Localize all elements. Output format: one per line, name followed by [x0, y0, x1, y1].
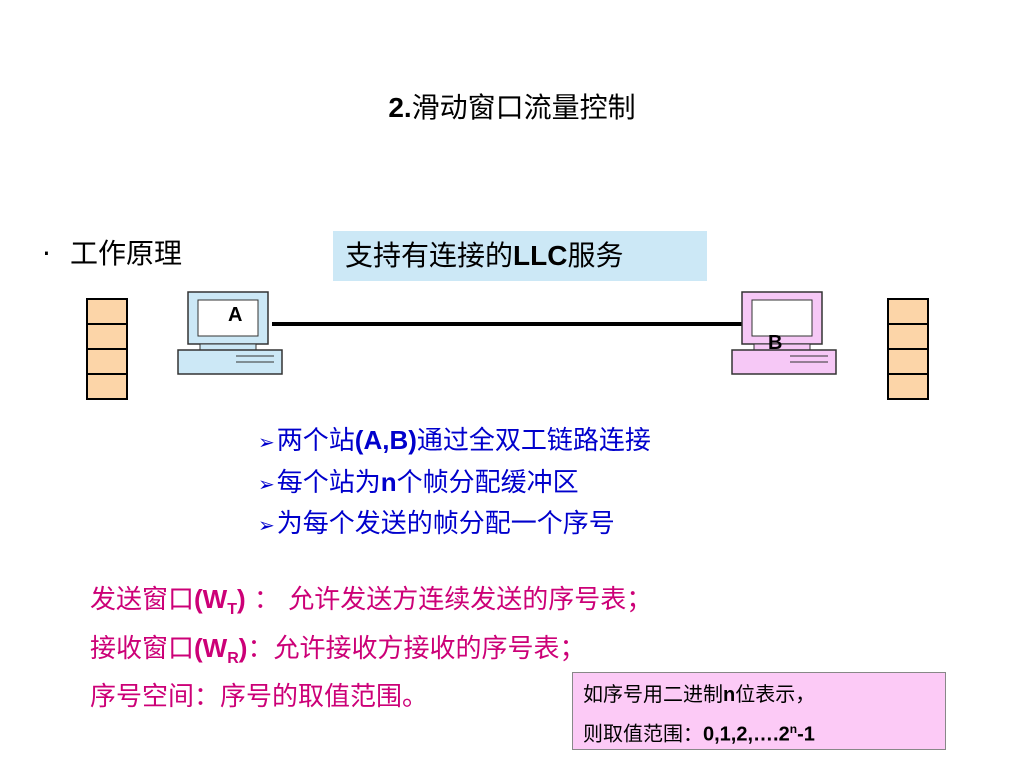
sequence-range-note: 如序号用二进制n位表示， 则取值范围：0,1,2,….2n-1 — [572, 672, 946, 750]
title-number: 2. — [388, 92, 412, 123]
feature-text: 每个站为 — [276, 468, 381, 498]
buffer-cell — [887, 348, 929, 373]
def-symbol: (W — [194, 633, 228, 664]
note-bold: 0,1,2,….2 — [703, 723, 790, 746]
note-text: 如序号用二进制 — [583, 682, 723, 706]
note-text: 位表示， — [735, 682, 816, 706]
def-symbol: (W — [194, 584, 228, 614]
buffer-cell — [887, 323, 929, 348]
arrow-bullet-icon: ➢ — [258, 430, 275, 454]
def-subscript: T — [227, 601, 237, 619]
definition-receive-window: 接收窗口(WR)：允许接收方接收的序号表； — [90, 629, 652, 678]
def-symbol-close: ) — [237, 584, 246, 614]
buffer-cell — [86, 323, 128, 348]
feature-list: ➢两个站(A,B)通过全双工链路连接 ➢每个站为n个帧分配缓冲区 ➢为每个发送的… — [258, 420, 651, 545]
llc-service-box: 支持有连接的LLC服务 — [333, 231, 707, 281]
feature-text-bold: (A,B) — [354, 425, 417, 455]
llc-bold: LLC — [513, 240, 568, 271]
buffer-stack-right-icon — [887, 298, 929, 400]
station-a-label: A — [228, 304, 243, 326]
feature-text: 通过全双工链路连接 — [416, 426, 651, 456]
note-line-2: 则取值范围：0,1,2,….2n-1 — [583, 712, 935, 752]
computer-a-icon — [177, 291, 283, 375]
feature-text: 两个站 — [276, 426, 355, 456]
llc-pre: 支持有连接的 — [345, 239, 514, 272]
buffer-stack-left-icon — [86, 298, 128, 400]
bullet-item: · 工作原理 — [42, 232, 182, 272]
note-bold: n — [723, 684, 736, 706]
llc-post: 服务 — [567, 239, 624, 272]
note-line-1: 如序号用二进制n位表示， — [583, 677, 935, 712]
definition-send-window: 发送窗口(WT) ： 允许发送方连续发送的序号表； — [90, 580, 652, 629]
def-subscript: R — [227, 650, 239, 668]
feature-item: ➢两个站(A,B)通过全双工链路连接 — [258, 420, 651, 462]
feature-text: 为每个发送的帧分配一个序号 — [276, 509, 615, 539]
buffer-cell — [86, 373, 128, 400]
buffer-cell — [887, 373, 929, 400]
def-desc: ： 允许发送方连续发送的序号表； — [245, 585, 653, 615]
buffer-cell — [887, 298, 929, 323]
bullet-text: 工作原理 — [70, 237, 183, 270]
feature-text-bold: n — [380, 467, 397, 497]
def-term: 发送窗口 — [90, 585, 195, 615]
feature-item: ➢每个站为n个帧分配缓冲区 — [258, 462, 651, 504]
feature-item: ➢为每个发送的帧分配一个序号 — [258, 504, 651, 545]
note-bold-end: -1 — [797, 723, 815, 746]
feature-text: 个帧分配缓冲区 — [396, 468, 579, 498]
note-text: 则取值范围： — [583, 721, 703, 746]
buffer-cell — [86, 298, 128, 323]
duplex-link-line — [272, 322, 748, 326]
arrow-bullet-icon: ➢ — [258, 472, 275, 496]
title-text: 滑动窗口流量控制 — [411, 91, 636, 124]
page-title: 2.滑动窗口流量控制 — [0, 86, 1024, 126]
bullet-dot: · — [42, 237, 51, 270]
def-symbol-close: ) — [238, 633, 248, 664]
def-term: 接收窗口 — [90, 634, 195, 665]
computer-b-icon — [731, 291, 837, 375]
buffer-cell — [86, 348, 128, 373]
note-superscript: n — [789, 722, 798, 736]
definitions: 发送窗口(WT) ： 允许发送方连续发送的序号表； 接收窗口(WR)：允许接收方… — [90, 580, 652, 716]
station-b-label: B — [768, 332, 783, 354]
def-desc: ：允许接收方接收的序号表； — [247, 634, 586, 665]
definition-sequence-space: 序号空间：序号的取值范围。 — [90, 682, 429, 713]
arrow-bullet-icon: ➢ — [258, 513, 275, 537]
